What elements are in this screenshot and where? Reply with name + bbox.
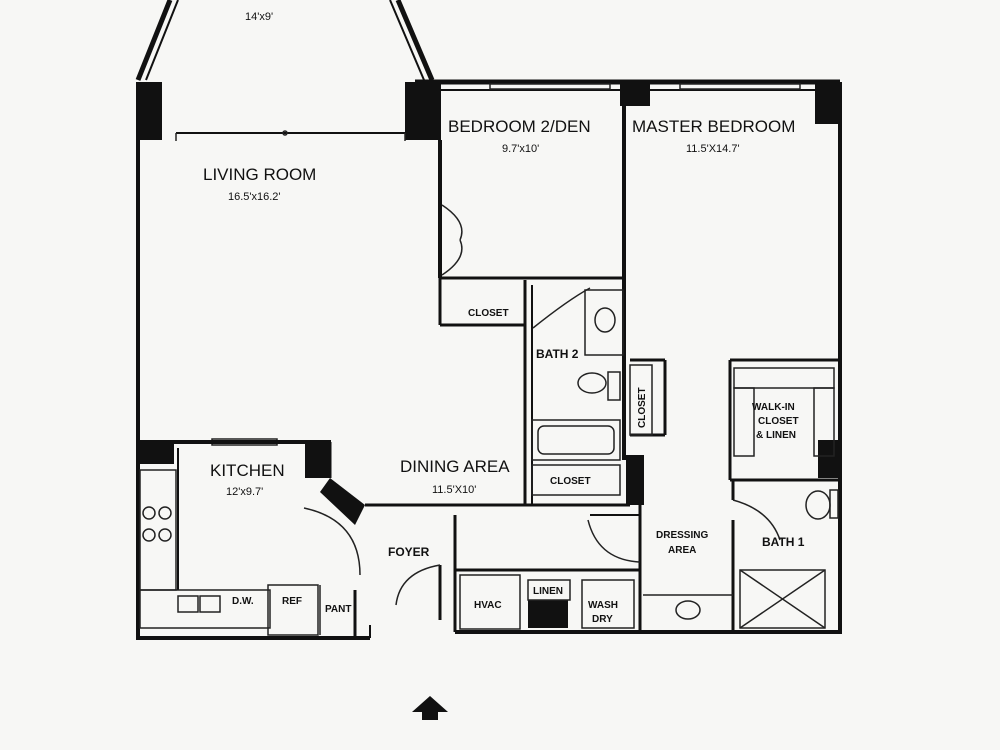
- master-bedroom-label: MASTER BEDROOM: [632, 117, 795, 136]
- bedroom2-label: BEDROOM 2/DEN: [448, 117, 591, 136]
- dining-area-dim: 11.5'X10': [432, 484, 476, 496]
- foyer-label: FOYER: [388, 545, 430, 559]
- bath1-fixtures: [643, 489, 839, 629]
- closet-vertical-label: CLOSET: [637, 387, 648, 428]
- bath2-label: BATH 2: [536, 347, 579, 361]
- master-bedroom-dim: 11.5'X14.7': [686, 143, 740, 155]
- kitchen-angled-wall: [320, 478, 365, 525]
- balcony-walls: [135, 0, 435, 81]
- wash-label: WASH: [588, 600, 618, 611]
- balcony-dim: 14'x9': [245, 11, 273, 23]
- dry-label: DRY: [592, 614, 613, 625]
- dressing-label: DRESSING: [656, 530, 708, 541]
- dw-label: D.W.: [232, 596, 254, 607]
- kitchen-fixtures: [139, 469, 321, 636]
- hvac-label: HVAC: [474, 600, 502, 611]
- kitchen-dim: 12'x9.7': [226, 486, 263, 498]
- walkin-label-1: WALK-IN: [752, 402, 795, 413]
- kitchen-label: KITCHEN: [210, 461, 285, 480]
- arrow-up-icon: [412, 696, 448, 720]
- closet-dining-label: CLOSET: [550, 476, 591, 487]
- ref-label: REF: [282, 596, 302, 607]
- linen-label: LINEN: [533, 586, 563, 597]
- windows: [211, 83, 801, 446]
- walkin-shelves: [733, 367, 835, 457]
- living-room-dim: 16.5'x16.2': [228, 191, 281, 203]
- dressing-area-label: AREA: [668, 545, 696, 556]
- living-room-label: LIVING ROOM: [203, 165, 316, 184]
- bath2-fixtures: [531, 289, 653, 496]
- closet-bedroom2-label: CLOSET: [468, 308, 509, 319]
- walkin-label-2: CLOSET: [758, 416, 799, 427]
- bedroom2-dim: 9.7'x10': [502, 143, 539, 155]
- utility-fixtures: [459, 574, 635, 630]
- bath1-label: BATH 1: [762, 535, 805, 549]
- pantry-label: PANT: [325, 604, 351, 615]
- dining-area-label: DINING AREA: [400, 457, 510, 476]
- wall-blocks: [136, 82, 840, 628]
- walkin-label-3: & LINEN: [756, 430, 796, 441]
